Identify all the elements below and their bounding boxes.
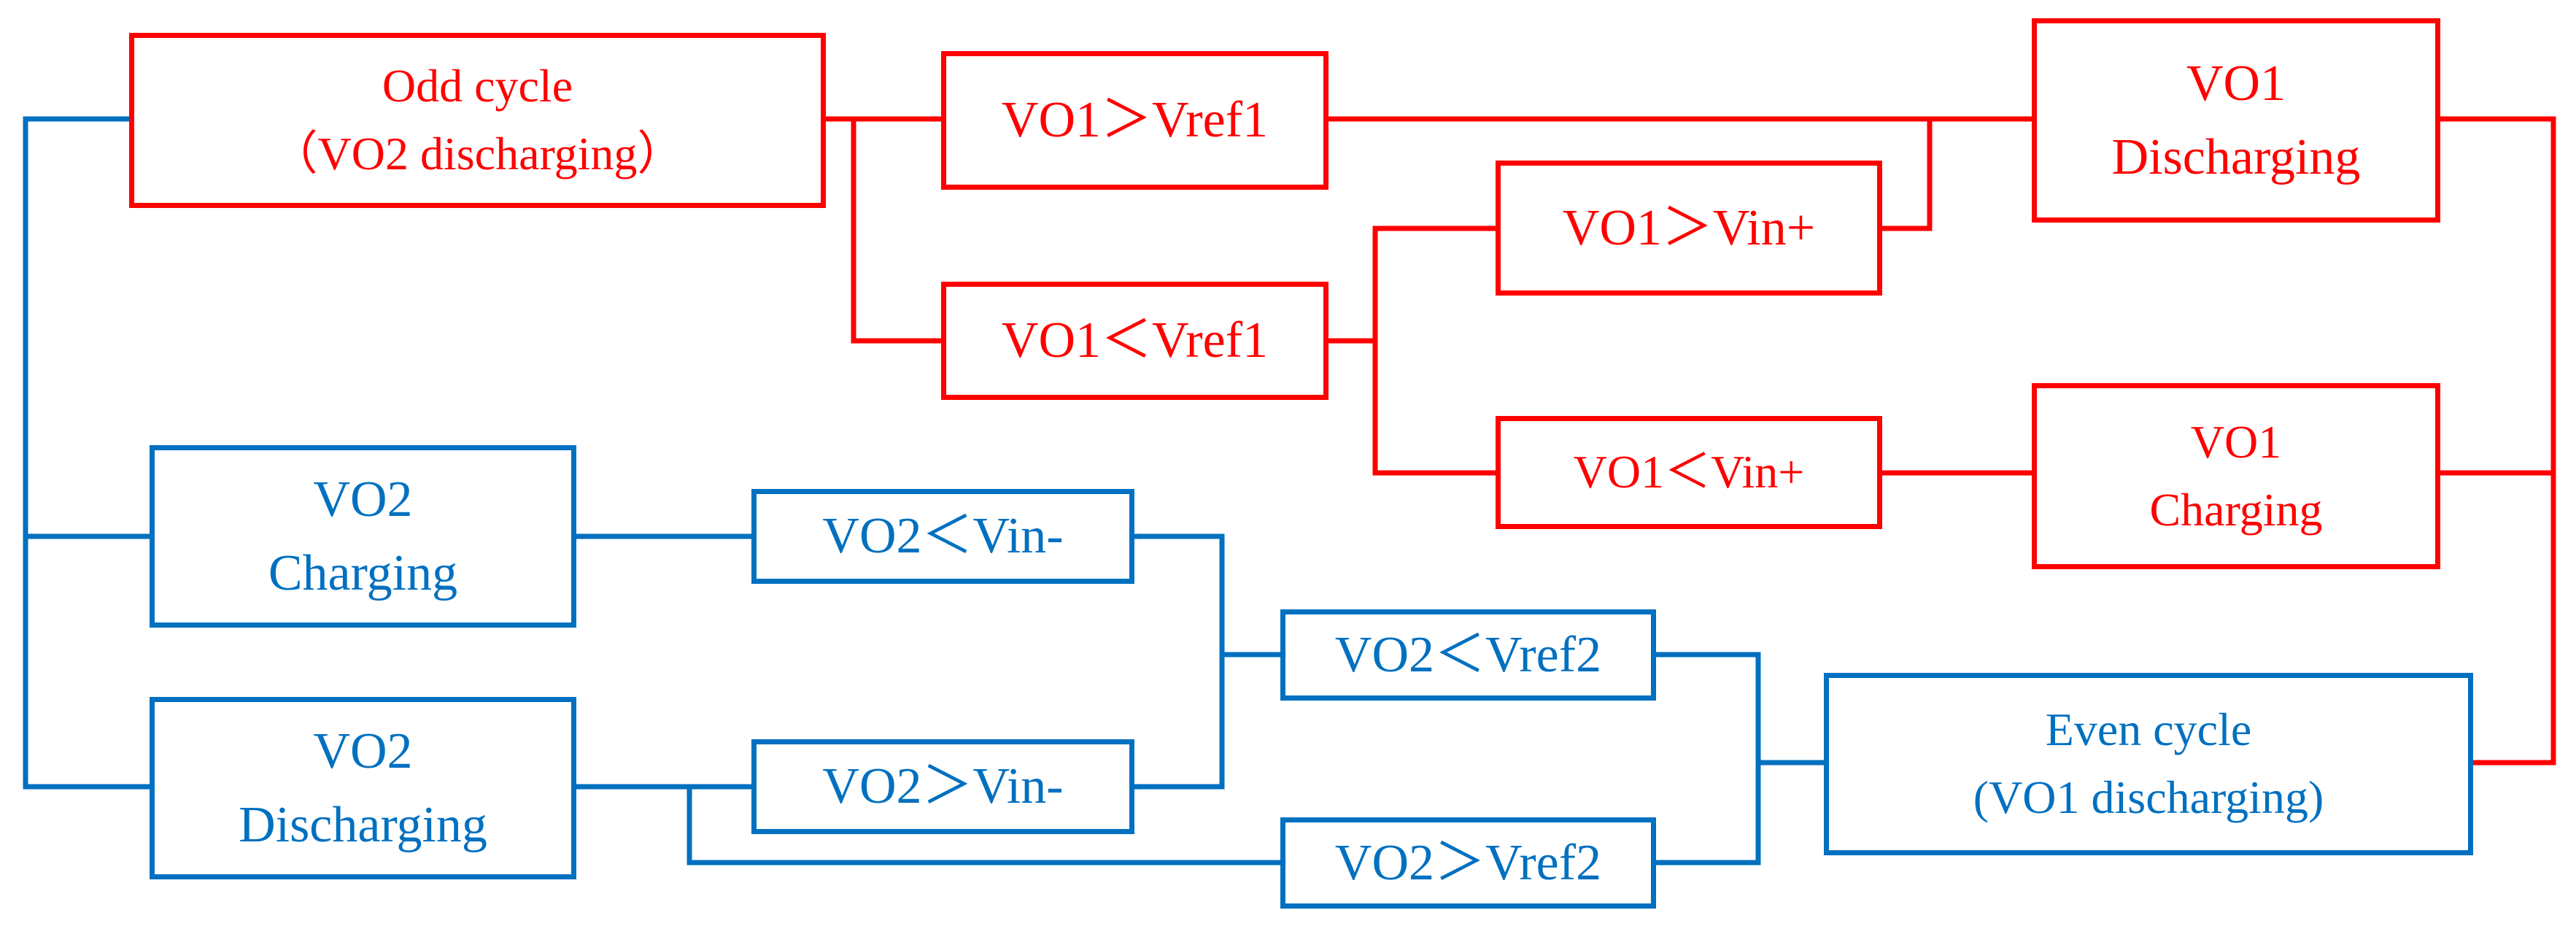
node-vo2-charging: VO2 Charging <box>150 445 576 628</box>
connector-branch-to-vo2-lt-vin-minus <box>1134 533 1225 655</box>
node-vo2-gt-vref2: VO2＞Vref2 <box>1280 817 1656 909</box>
node-vo1-lt-vin-plus: VO1＜Vin+ <box>1496 416 1882 529</box>
node-vo2-gt-vin-minus: VO2＞Vin- <box>751 739 1134 834</box>
node-vo2-lt-vref2-label: VO2＜Vref2 <box>1334 626 1602 683</box>
node-vo2-charging-line-2: Charging <box>268 545 458 601</box>
node-vo1-discharging-line-1: VO1 <box>2186 55 2286 112</box>
connector-branch-to-vo2-gt-vin-minus <box>1134 655 1225 790</box>
node-even-cycle-line-2: (VO1 discharging) <box>1973 771 2324 823</box>
connector-branch-to-vo1-lt-vin-plus <box>1372 341 1496 476</box>
node-vo2-lt-vin-minus: VO2＜Vin- <box>751 489 1134 584</box>
connector-odd-to-vo1-lt-vref1 <box>851 119 942 344</box>
node-vo2-lt-vin-minus-label: VO2＜Vin- <box>822 508 1064 565</box>
node-vo2-lt-vref2: VO2＜Vref2 <box>1280 609 1656 701</box>
node-vo2-discharging: VO2 Discharging <box>150 697 576 879</box>
node-vo2-gt-vin-minus-label: VO2＞Vin- <box>822 758 1064 815</box>
node-vo1-lt-vref1-label: VO1＜Vref1 <box>1001 312 1269 369</box>
connector-even-to-vo2-lt-vref2 <box>1655 652 1761 763</box>
connector-branch-to-vo1-gt-vin-plus <box>1372 225 1496 341</box>
node-vo1-gt-vref1-label: VO1＞Vref1 <box>1001 92 1269 149</box>
node-vo1-gt-vin-plus-label: VO1＞Vin+ <box>1562 199 1816 256</box>
node-vo1-charging: VO1 Charging <box>2032 383 2440 569</box>
connector-vo1-gt-vin-plus-up <box>1882 118 1933 231</box>
node-vo2-gt-vref2-label: VO2＞Vref2 <box>1334 834 1602 891</box>
connector-even-to-vo2-gt-vref2 <box>1655 763 1761 866</box>
node-vo2-discharging-line-1: VO2 <box>313 722 413 779</box>
node-vo1-charging-line-2: Charging <box>2149 483 2323 536</box>
node-vo2-charging-line-1: VO2 <box>313 471 413 528</box>
node-vo1-lt-vref1: VO1＜Vref1 <box>941 282 1328 400</box>
connector-vo2-gt-vref2-to-discharging-path <box>686 786 1280 866</box>
node-odd-cycle-line-2: （VO2 discharging） <box>271 128 684 180</box>
node-vo1-gt-vref1: VO1＞Vref1 <box>941 51 1328 190</box>
node-vo1-charging-line-1: VO1 <box>2190 415 2282 468</box>
connector-vo1-discharging-to-even <box>2440 116 2556 766</box>
node-vo2-discharging-line-2: Discharging <box>239 797 487 853</box>
node-vo1-discharging-line-2: Discharging <box>2111 129 2361 185</box>
node-vo1-lt-vin-plus-label: VO1＜Vin+ <box>1573 446 1805 498</box>
connector-vo2-discharging-loop-to-odd <box>23 116 150 790</box>
node-vo1-gt-vin-plus: VO1＞Vin+ <box>1496 161 1882 296</box>
node-even-cycle: Even cycle (VO1 discharging) <box>1824 673 2473 855</box>
node-odd-cycle-line-1: Odd cycle <box>382 60 573 112</box>
node-odd-cycle: Odd cycle （VO2 discharging） <box>129 33 826 208</box>
node-vo1-discharging: VO1 Discharging <box>2032 18 2440 223</box>
node-even-cycle-line-1: Even cycle <box>2045 704 2252 756</box>
